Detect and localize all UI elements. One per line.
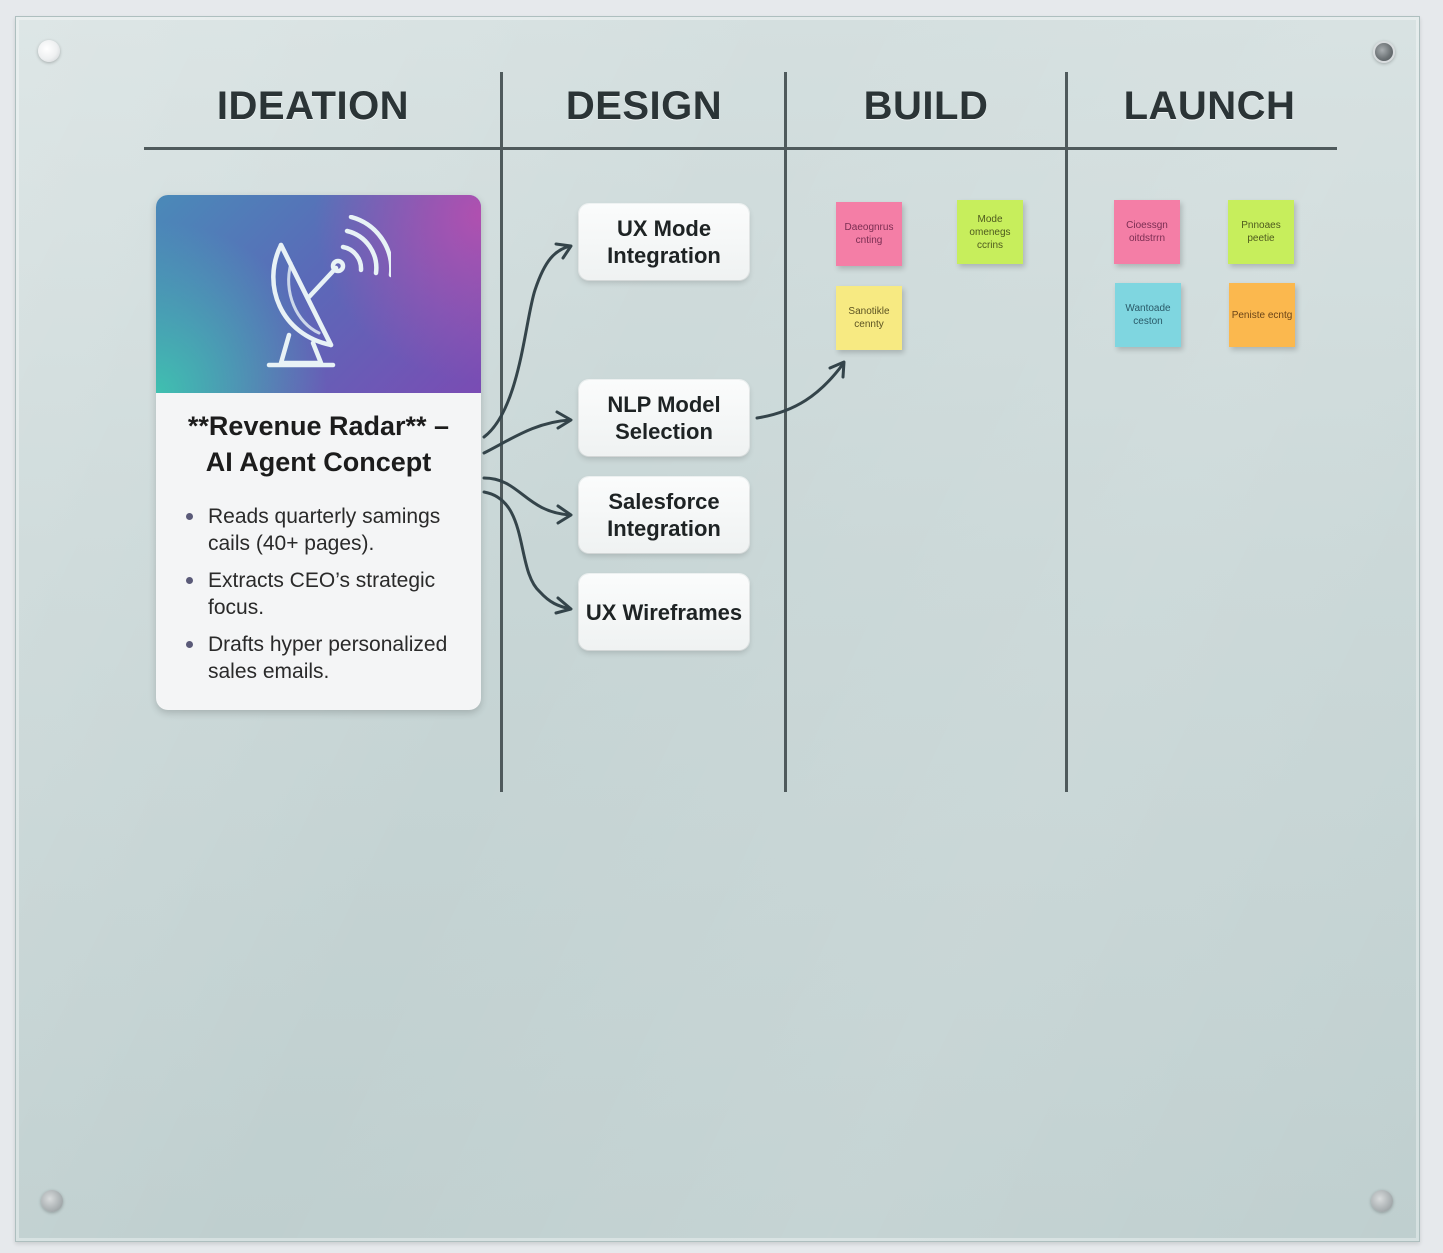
bullet-dot-icon — [186, 513, 193, 520]
header-divider — [144, 147, 1337, 150]
launch-sticky-note[interactable]: Wantoade ceston — [1115, 283, 1181, 347]
design-task-nlp-model-selection[interactable]: NLP Model Selection — [579, 380, 749, 456]
launch-sticky-note[interactable]: Peniste ecntg — [1229, 283, 1295, 347]
concept-title-line1: **Revenue Radar** – — [187, 411, 450, 441]
concept-bullet: Drafts hyper personalized sales emails. — [184, 631, 469, 685]
concept-bullet: Extracts CEO’s strategic focus. — [184, 567, 469, 621]
mount-standoff-top-right — [1373, 41, 1395, 63]
design-task-salesforce-integration[interactable]: Salesforce Integration — [579, 477, 749, 553]
design-task-ux-wireframes[interactable]: UX Wireframes — [579, 574, 749, 650]
bullet-dot-icon — [186, 577, 193, 584]
column-header-design: DESIGN — [565, 84, 723, 128]
satellite-dish-icon — [266, 215, 391, 368]
concept-title-line2: AI Agent Concept — [205, 447, 432, 477]
bullet-dot-icon — [186, 641, 193, 648]
column-header-build: BUILD — [863, 84, 989, 128]
card-hero-banner — [156, 195, 481, 393]
concept-bullet: Reads quarterly samings cails (40+ pages… — [184, 503, 469, 557]
launch-sticky-note[interactable]: Cioessgn oitdstrrn — [1114, 200, 1180, 264]
mount-standoff-bottom-left — [41, 1190, 63, 1212]
build-sticky-note[interactable]: Mode omenegs ccrins — [957, 200, 1023, 264]
build-sticky-note[interactable]: Daeognrus cnting — [836, 202, 902, 266]
column-divider-1 — [500, 72, 503, 792]
concept-bullet-list: Reads quarterly samings cails (40+ pages… — [184, 503, 469, 695]
column-divider-2 — [784, 72, 787, 792]
mount-standoff-top-left — [38, 40, 60, 62]
build-sticky-note[interactable]: Sanotikle cennty — [836, 286, 902, 350]
launch-sticky-note[interactable]: Pnnoaes peetie — [1228, 200, 1294, 264]
column-header-ideation: IDEATION — [216, 84, 410, 128]
column-header-launch: LAUNCH — [1123, 84, 1296, 128]
column-divider-3 — [1065, 72, 1068, 792]
concept-card-revenue-radar[interactable]: **Revenue Radar** – AI Agent Concept Rea… — [156, 195, 481, 710]
design-task-ux-mode-integration[interactable]: UX Mode Integration — [579, 204, 749, 280]
concept-title: **Revenue Radar** – AI Agent Concept — [156, 408, 481, 480]
mount-standoff-bottom-right — [1371, 1190, 1393, 1212]
